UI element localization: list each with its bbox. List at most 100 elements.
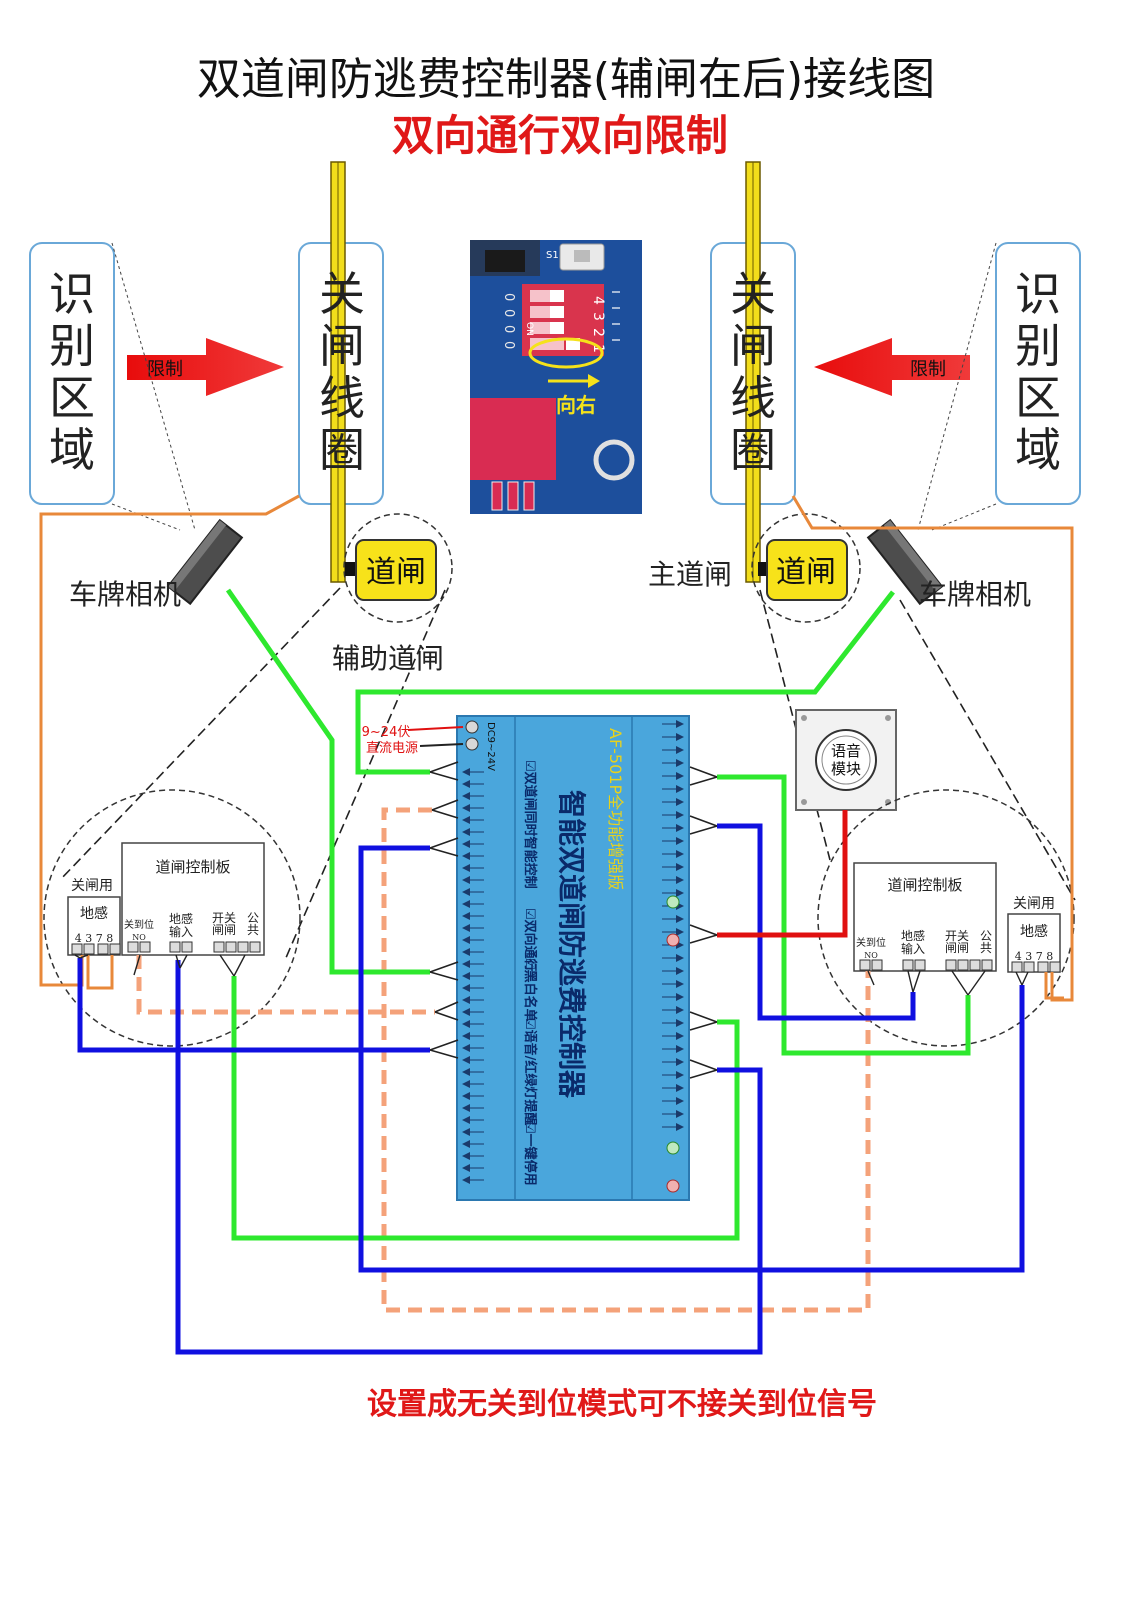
right-coil-char: 线 [730,371,776,425]
terminal-arrow-icon [462,1068,470,1076]
wire-blue-right-loop [358,845,1025,1273]
left-coil-char: 闸 [319,319,365,373]
terminal-arrow-icon [462,1044,470,1052]
terminal-arrow-icon [676,720,684,728]
terminal-arrow-icon [462,984,470,992]
right-loop-title: 关闸用 [1013,896,1055,912]
dip-zero: 0 [501,325,516,333]
left-recognition-zone [29,242,115,505]
terminal-arrow-icon [676,1032,684,1040]
power-label-line2: 直流电源 [366,741,418,756]
left-loop-detector: 关闸用 地感 4 3 7 8 [67,878,121,956]
wire-dashed-main [381,807,871,1313]
terminal-arrow-icon [676,1084,684,1092]
terminal-arrow-icon [676,759,684,767]
left-loop-title: 关闸用 [71,878,113,894]
left-gate-label: 道闸 [366,555,426,590]
terminal-arrow-icon [676,1097,684,1105]
right-coil-text: 关 闸 线 圈 [730,267,776,477]
terminal-arrow-icon [462,792,470,800]
terminal-arrow-icon [676,733,684,741]
terminal-arrow-icon [676,1123,684,1131]
left-zone-char: 域 [49,423,95,477]
dip-num: 2 [590,328,606,337]
dip-num: 1 [590,344,606,353]
terminal-arrow-icon [676,746,684,754]
terminal-arrow-icon [462,900,470,908]
terminal-arrow-icon [676,1045,684,1053]
terminal-arrow-icon [462,780,470,788]
controller-power-label: DC9~24V [485,722,496,771]
terminal-arrow-icon [462,864,470,872]
left-zone-char: 别 [49,319,95,373]
terminal-arrow-icon [462,804,470,812]
left-camera-label: 车牌相机 [69,578,181,611]
page-subtitle: 双向通行双向限制 [392,111,728,160]
dip-zero: 0 [501,293,516,301]
terminal-arrow-icon [676,772,684,780]
terminal-arrow-icon [462,768,470,776]
terminal-arrow-icon [676,837,684,845]
right-board-loop-in: 地感 [901,928,925,943]
terminal-arrow-icon [462,876,470,884]
wires [39,494,1074,1355]
controller-feature: ☑黑白名单 [522,958,538,1022]
left-coil-char: 线 [319,371,365,425]
wire-orange-right-2 [1044,972,1064,1000]
terminal-arrow-icon [462,816,470,824]
terminal-arrow-icon [676,850,684,858]
wire-green-right-board [717,774,971,1056]
right-arrow-left-icon [814,338,970,396]
dip-zero: 0 [501,341,516,349]
terminal-arrow-icon [462,996,470,1004]
terminal-arrow-icon [462,1128,470,1136]
terminal-arrow-icon [462,828,470,836]
dip-num: 3 [590,312,606,321]
right-gate-label: 道闸 [776,555,836,590]
power-label-line1: 9~24伏 [362,725,411,740]
controller-feature: ☑语音/红绿灯提醒 [522,1018,538,1125]
terminal-arrow-icon [676,1019,684,1027]
left-board-no: NO [132,933,146,942]
terminal-arrow-icon [676,980,684,988]
terminal-arrow-icon [462,1008,470,1016]
controller-feature: ☑一键停用 [522,1122,538,1186]
terminal-arrow-icon [676,993,684,1001]
right-zone-char: 识 [1015,267,1061,321]
left-board-close-pos: 关到位 [124,918,154,931]
voice-module: 语音 模块 [795,709,897,811]
left-board-common: 共 [247,923,259,937]
terminal-arrow-icon [462,1092,470,1100]
left-board-switch: 闸闸 [212,923,236,937]
left-zone-char: 区 [49,371,95,425]
right-zone-char: 别 [1015,319,1061,373]
left-gate-connector [345,562,357,576]
terminal-arrow-icon [676,863,684,871]
terminal-arrow-icon [676,1006,684,1014]
right-board-switch: 闸闸 [945,941,969,955]
right-coil-char: 关 [730,267,776,321]
wire-green-right-camera [355,590,895,775]
left-gate-board: 道闸控制板 关到位 NO 地感 输入 开关 闸闸 公 共 [121,842,265,956]
left-zone-char: 识 [49,267,95,321]
wire-orange-right [791,495,1074,1002]
terminal-arrow-icon [676,798,684,806]
terminal-arrow-icon [462,1080,470,1088]
dip-num: 4 [590,296,606,305]
terminal-arrow-icon [676,967,684,975]
right-loop-pins: 4 3 7 8 [1015,950,1053,963]
right-gate-box [766,539,848,601]
left-board-title: 道闸控制板 [155,858,230,876]
terminal-arrow-icon [676,915,684,923]
left-coil-text: 关 闸 线 圈 [319,267,365,477]
terminal-arrow-icon [462,852,470,860]
left-loop-name: 地感 [80,905,108,922]
terminal-arrow-icon [676,824,684,832]
terminal-arrow-icon [462,1116,470,1124]
terminal-arrow-icon [676,811,684,819]
controller-feature: ☑双道闸同时智能控制 [522,760,538,889]
wire-green-left-camera [225,588,430,975]
left-board-loop-in: 地感 [169,911,193,926]
dip-right-label: 向右 [556,393,596,417]
voice-module-line2: 模块 [831,760,861,778]
